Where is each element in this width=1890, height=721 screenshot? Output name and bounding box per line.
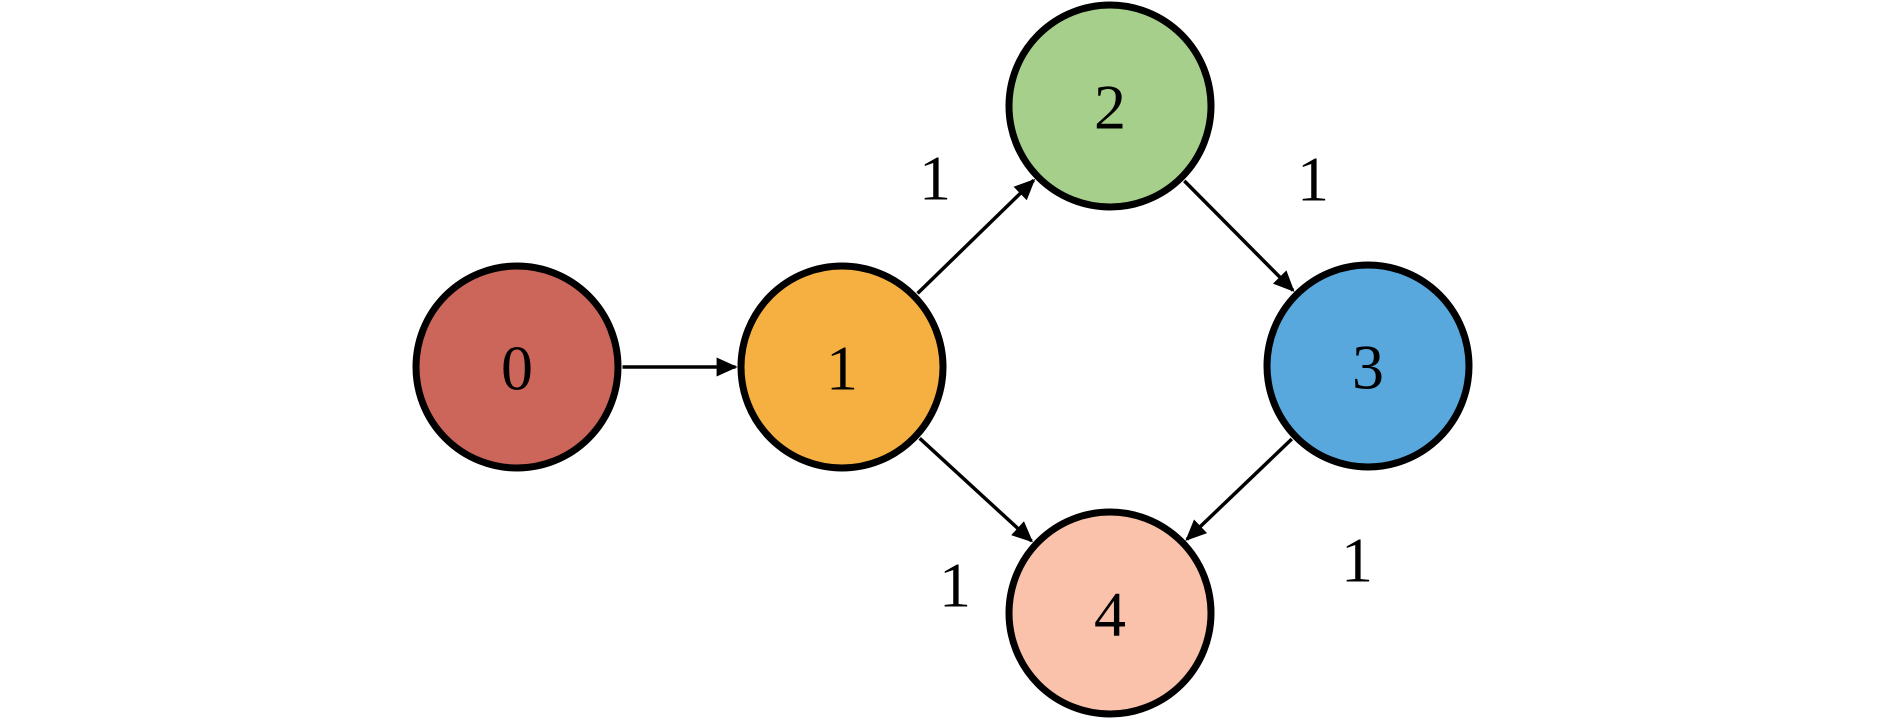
node-circle-1	[737, 262, 947, 472]
node-label-1: 1	[826, 332, 858, 403]
edge-weight-1-2: 1	[919, 142, 951, 213]
edge-1-4	[918, 437, 1034, 543]
node-label-0: 0	[501, 332, 533, 403]
edge-1-2	[916, 178, 1036, 295]
node-label-3: 3	[1352, 331, 1384, 402]
node-circle-3	[1263, 261, 1473, 471]
node-circle-4	[1005, 508, 1215, 718]
graph-node-2: 2	[1005, 1, 1215, 211]
edges-layer	[622, 178, 1295, 543]
edge-weight-1-4: 1	[939, 549, 971, 620]
nodes-layer: 0 1 2 3 4	[412, 1, 1473, 718]
edge-weight-3-4: 1	[1341, 524, 1373, 595]
edge-3-4	[1185, 437, 1294, 541]
edge-labels-layer: 1 1 1 1	[919, 142, 1373, 620]
node-circle-2	[1005, 1, 1215, 211]
edge-2-3	[1183, 179, 1295, 292]
graph-node-1: 1	[737, 262, 947, 472]
graph-node-0: 0	[412, 262, 622, 472]
graph-node-3: 3	[1263, 261, 1473, 471]
node-label-4: 4	[1094, 578, 1126, 649]
node-label-2: 2	[1094, 71, 1126, 142]
edge-weight-2-3: 1	[1297, 143, 1329, 214]
graph-node-4: 4	[1005, 508, 1215, 718]
node-circle-0	[412, 262, 622, 472]
